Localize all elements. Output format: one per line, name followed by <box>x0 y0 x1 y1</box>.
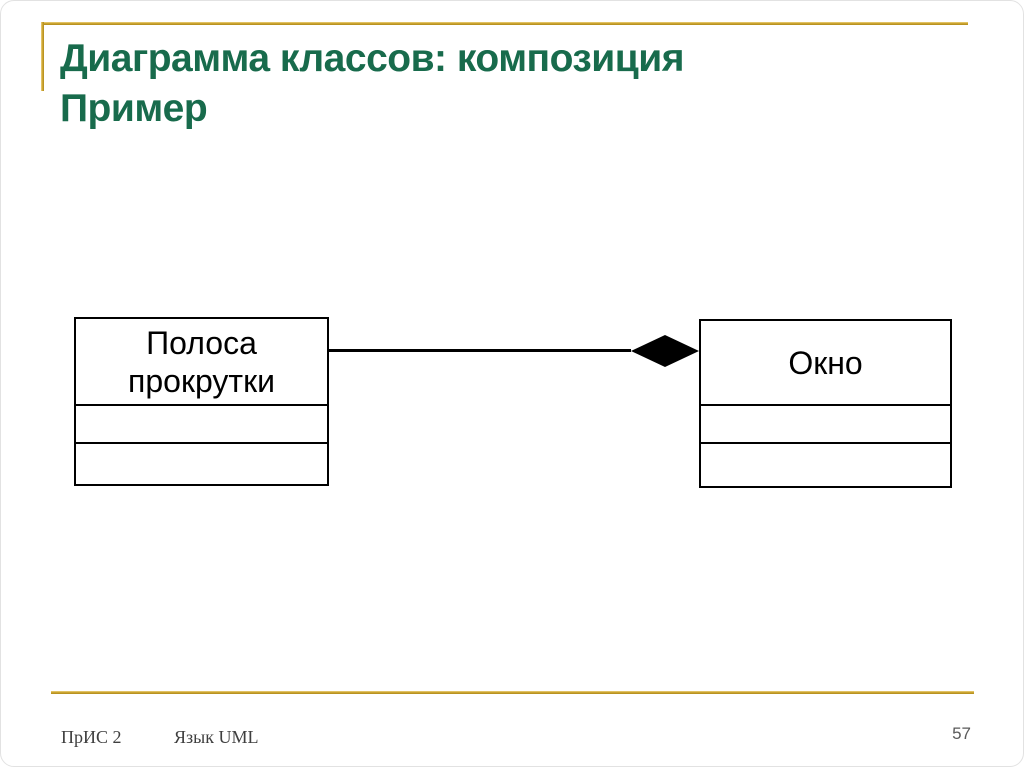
class-attributes-compartment <box>76 406 327 444</box>
top-gold-rule-vertical <box>41 22 44 91</box>
uml-class-window: Окно <box>699 319 952 488</box>
slide-title-line1: Диаграмма классов: композиция <box>60 37 684 80</box>
uml-class-scrollbar: Полоса прокрутки <box>74 317 329 486</box>
footer-topic-label: Язык UML <box>174 727 259 747</box>
footer-course-label: ПрИС 2 <box>61 727 122 747</box>
bottom-gold-rule <box>51 691 974 694</box>
top-gold-rule <box>41 22 968 25</box>
class-name-compartment: Полоса прокрутки <box>76 319 327 406</box>
class-operations-compartment <box>76 444 327 484</box>
association-line <box>329 349 631 352</box>
composition-diamond-icon <box>631 335 699 367</box>
page-number: 57 <box>952 724 971 743</box>
slide-title: Диаграмма классов: композиция Пример <box>60 34 960 134</box>
class-name-compartment: Окно <box>701 321 950 406</box>
slide-title-line2: Пример <box>60 87 208 130</box>
class-operations-compartment <box>701 444 950 486</box>
class-attributes-compartment <box>701 406 950 444</box>
